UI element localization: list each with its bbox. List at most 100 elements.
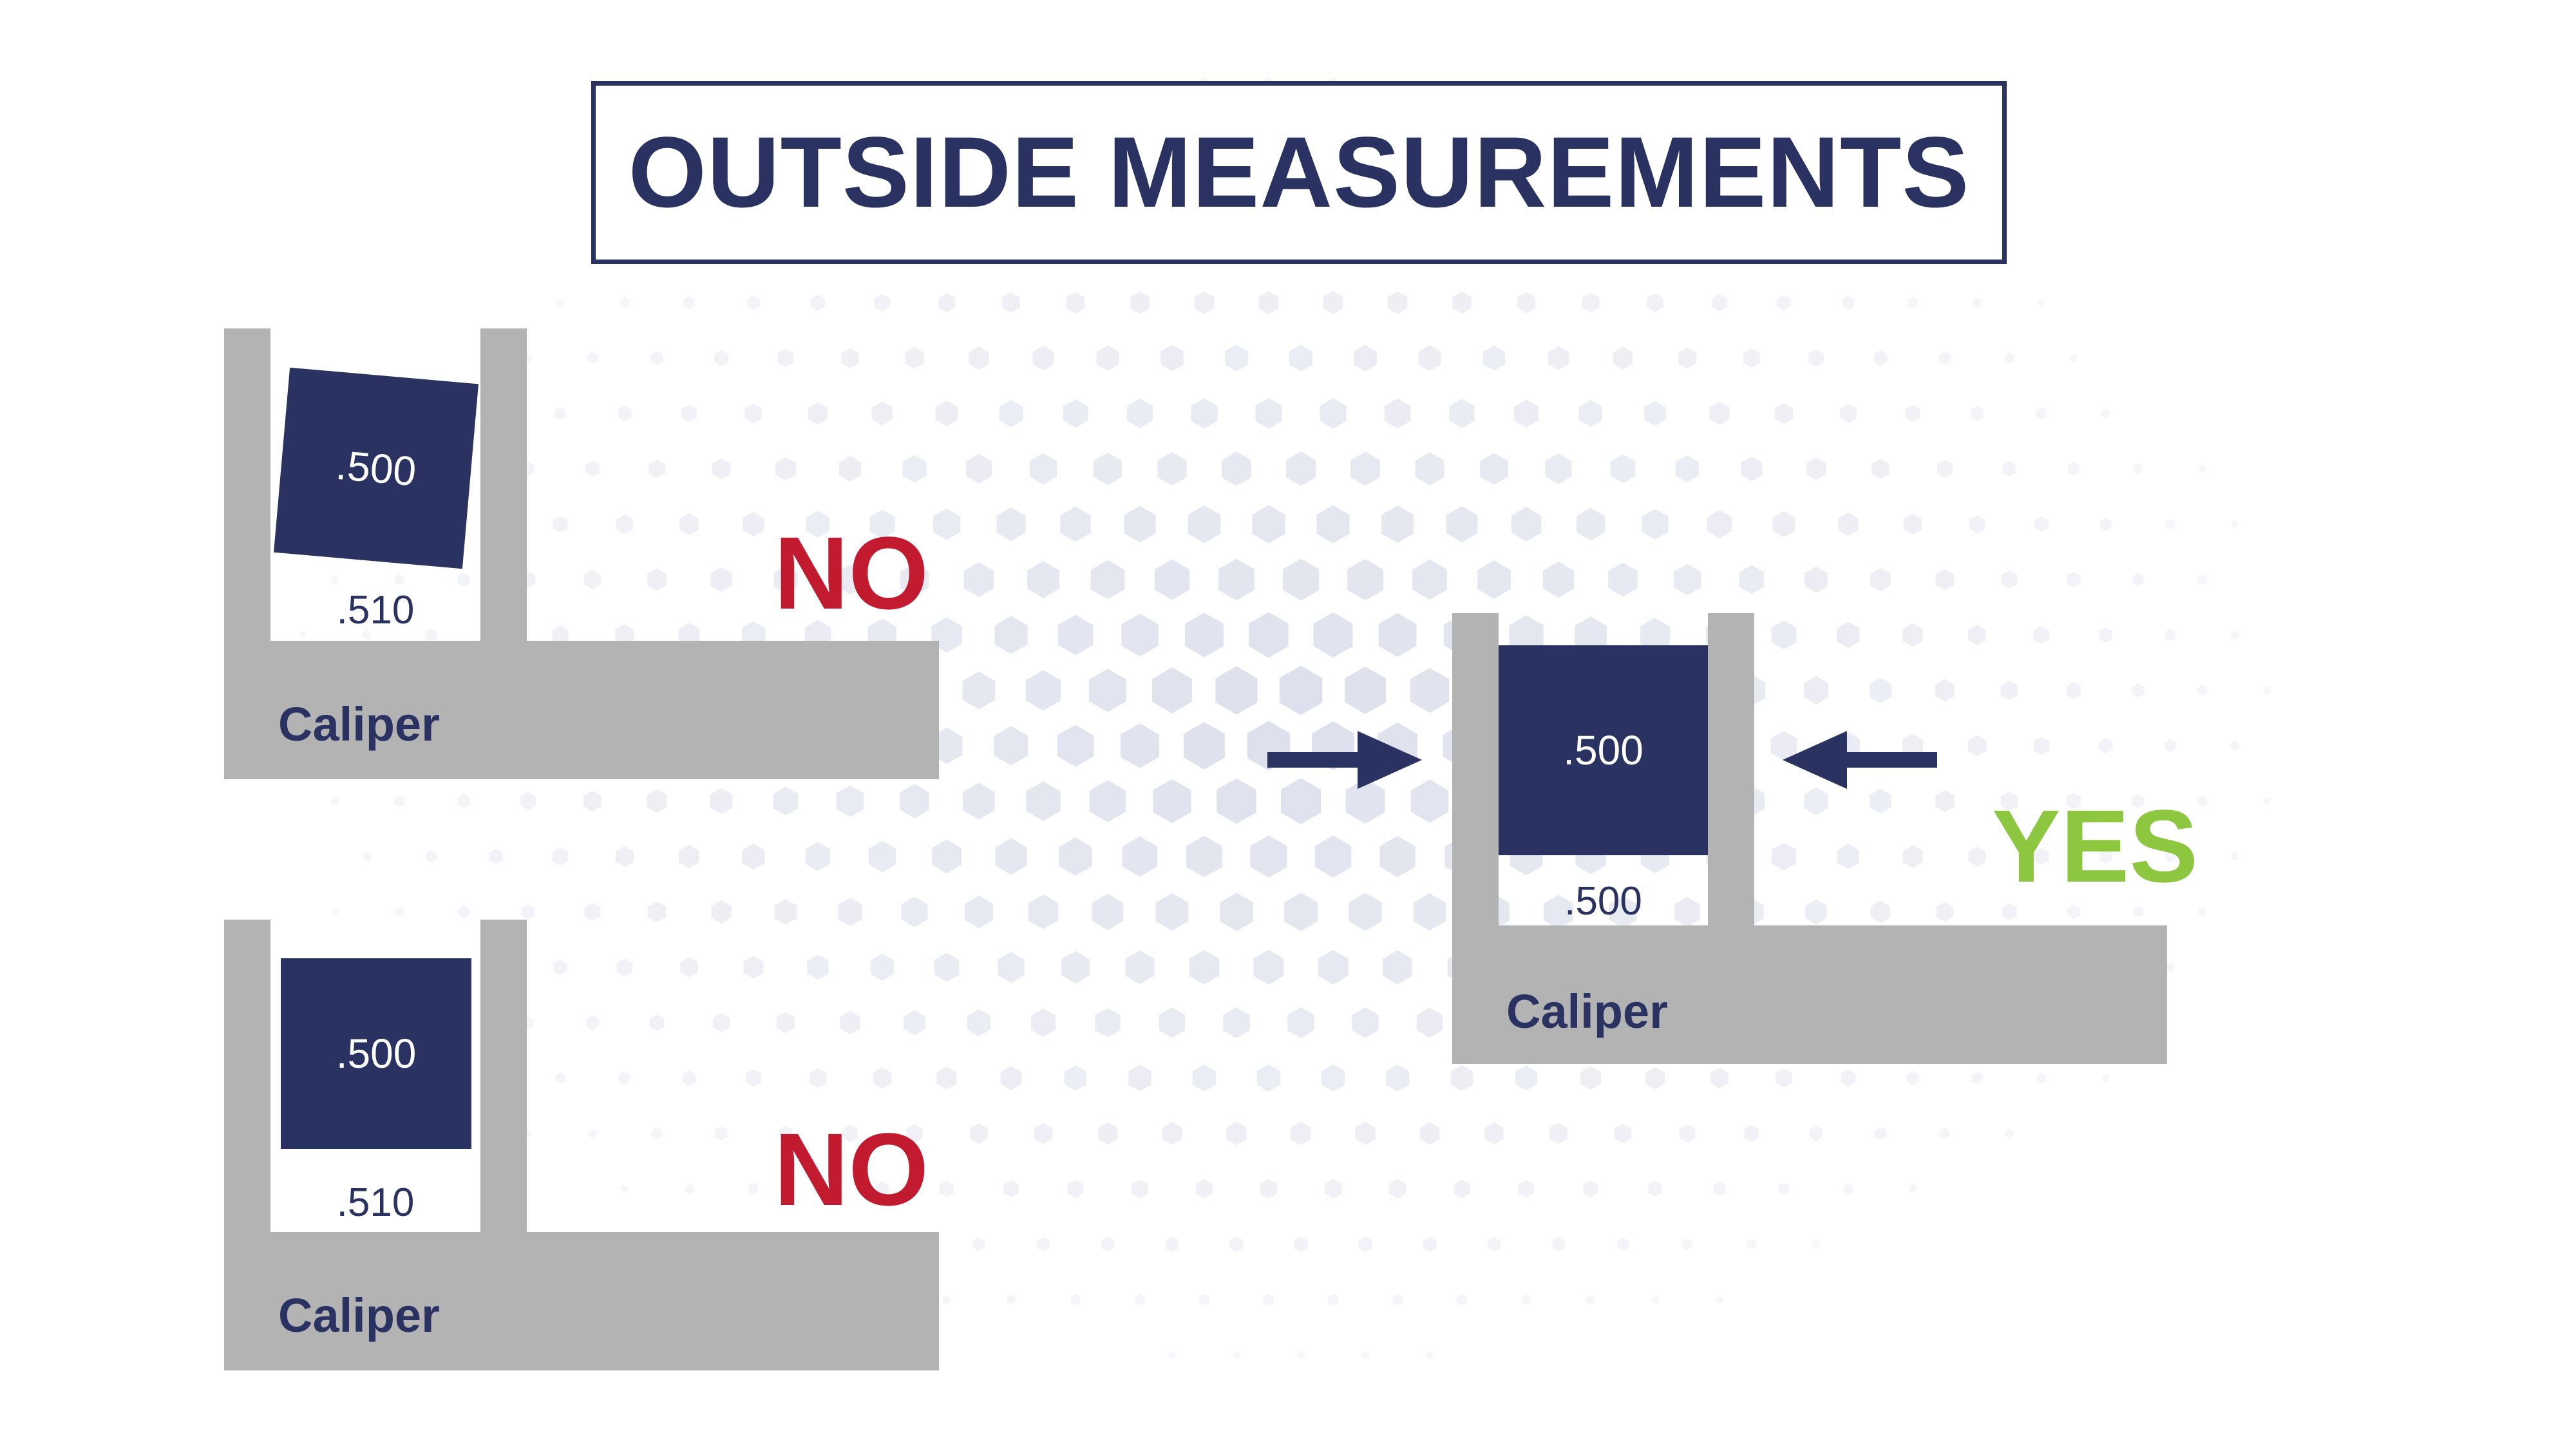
hexagon-dot: [906, 1124, 923, 1143]
hexagon-dot: [932, 839, 961, 874]
hexagon-dot: [1387, 291, 1408, 314]
caliper-label: Caliper: [278, 1289, 440, 1342]
hexagon-dot: [1282, 558, 1320, 601]
hexagon-dot: [1260, 1179, 1278, 1199]
hexagon-dot: [1614, 1123, 1632, 1144]
caliper-label: Caliper: [278, 697, 440, 751]
hexagon-dot: [649, 1014, 665, 1032]
hexagon-dot: [2067, 904, 2080, 920]
hexagon-dot: [1345, 667, 1386, 714]
hexagon-dot: [2101, 408, 2110, 419]
hexagon-dot: [1168, 1350, 1176, 1359]
hexagon-dot: [2036, 407, 2047, 420]
hexagon-dot: [2066, 793, 2081, 810]
hexagon-dot: [1678, 347, 1697, 369]
hexagon-dot: [1121, 613, 1159, 657]
hexagon-dot: [1198, 1293, 1210, 1306]
hexagon-dot: [1875, 1126, 1886, 1141]
caliper-left-jaw: [224, 328, 270, 645]
hexagon-dot: [996, 507, 1026, 541]
hexagon-dot: [1101, 1236, 1115, 1252]
hexagon-dot: [936, 1066, 957, 1090]
hexagon-dot: [2004, 352, 2014, 364]
hexagon-dot: [1648, 1180, 1662, 1197]
hexagon-dot: [710, 567, 732, 592]
verdict-no: NO: [774, 1112, 929, 1227]
hexagon-dot: [554, 406, 566, 421]
hexagon-dot: [2069, 353, 2078, 363]
hexagon-dot: [1608, 562, 1638, 597]
hexagon-dot: [1392, 1293, 1403, 1306]
hexagon-dot: [651, 1127, 663, 1140]
hexagon-dot: [776, 1012, 795, 1034]
hexagon-dot: [1579, 400, 1602, 427]
hexagon-dot: [649, 459, 665, 478]
hexagon-dot: [1871, 459, 1889, 479]
hexagon-dot: [1771, 620, 1797, 650]
hexagon-dot: [1509, 615, 1544, 655]
hexagon-dot: [1070, 1294, 1081, 1305]
hexagon-dot: [966, 454, 992, 484]
hexagon-dot: [1549, 1122, 1568, 1144]
hexagon-dot: [1186, 835, 1222, 878]
hexagon-dot: [902, 455, 927, 483]
hexagon-dot: [1511, 507, 1542, 542]
hexagon-dot: [1651, 1295, 1660, 1304]
hexagon-dot: [583, 569, 601, 590]
hexagon-dot: [1233, 1350, 1240, 1359]
hexagon-dot: [963, 782, 995, 820]
hexagon-dot: [1089, 780, 1126, 822]
hexagon-dot: [1426, 1350, 1434, 1359]
hexagon-dot: [743, 512, 764, 536]
hexagon-dot: [873, 1067, 892, 1089]
hexagon-dot: [1905, 404, 1920, 422]
hexagon-dot: [1188, 505, 1221, 544]
hexagon-dot: [1744, 1124, 1759, 1142]
hexagon-dot: [1713, 1181, 1726, 1197]
hexagon-dot: [1252, 505, 1285, 544]
hexagon-dot: [1223, 1007, 1250, 1038]
hexagon-dot: [1097, 1122, 1118, 1145]
hexagon-dot: [940, 1180, 954, 1197]
page-title: OUTSIDE MEASUREMENTS: [628, 116, 1970, 229]
hexagon-dot: [2001, 570, 2018, 589]
hexagon-dot: [1776, 1068, 1792, 1088]
hexagon-dot: [942, 1294, 951, 1305]
hexagon-dot: [1777, 294, 1791, 311]
hexagon-dot: [1938, 351, 1951, 365]
hexagon-dot: [868, 840, 896, 873]
hexagon-dot: [299, 630, 307, 639]
hexagon-dot: [586, 1015, 599, 1030]
hexagon-dot: [1838, 512, 1859, 536]
hexagon-dot: [2099, 849, 2112, 864]
hexagon-dot: [1279, 665, 1323, 715]
hexagon-dot: [1971, 1072, 1983, 1084]
hexagon-dot: [553, 515, 568, 533]
block-size-label: .500: [1563, 727, 1643, 773]
hexagon-dot: [615, 624, 634, 646]
hexagon-dot: [1414, 893, 1446, 931]
hexagon-dot: [715, 1126, 728, 1141]
hexagon-dot: [841, 348, 859, 368]
hexagon-dot: [330, 796, 339, 806]
hexagon-dot: [905, 347, 924, 369]
hexagon-dot: [743, 956, 764, 979]
hexagon-dot: [2165, 518, 2175, 530]
arrow-right-icon: [1267, 731, 1422, 789]
hexagon-dot: [1936, 902, 1954, 922]
hexagon-dot: [1609, 896, 1637, 928]
hexagon-dot: [1281, 778, 1321, 824]
hexagon-dot: [1094, 452, 1122, 486]
hexagon-dot: [2198, 574, 2207, 585]
hexagon-dot: [584, 902, 601, 922]
hexagon-dot: [744, 403, 762, 424]
hexagon-dot: [1484, 1122, 1504, 1145]
hexagon-dot: [1452, 291, 1472, 314]
hexagon-dot: [685, 1184, 694, 1194]
hexagon-dot: [1446, 506, 1478, 542]
hexagon-dot: [1517, 292, 1536, 314]
hexagon-dot: [2165, 850, 2175, 863]
hexagon-dot: [1907, 296, 1918, 309]
hexagon-dot: [1771, 730, 1797, 761]
hexagon-dot: [1480, 453, 1508, 485]
